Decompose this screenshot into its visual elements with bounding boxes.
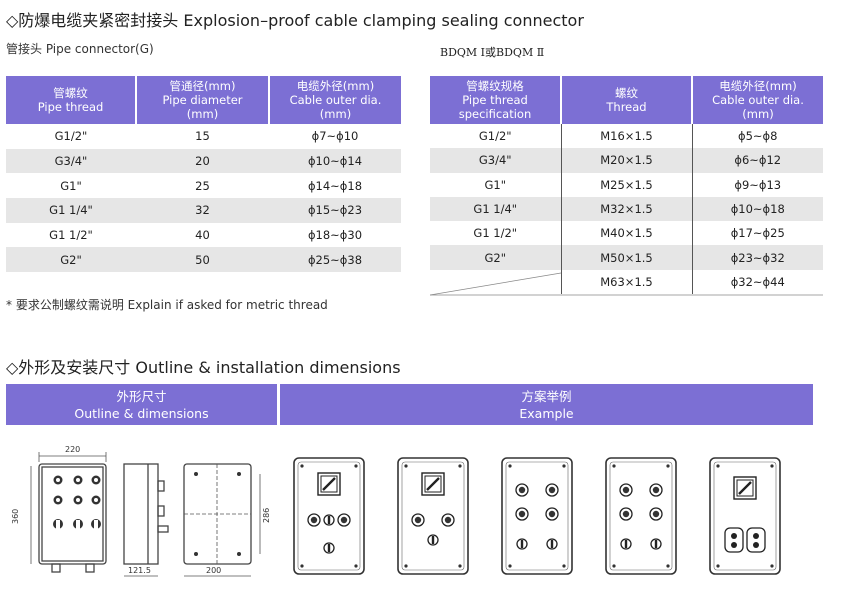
example-box-3 [501, 457, 573, 575]
table-cell: ϕ32~ϕ44 [692, 269, 823, 295]
section-title-connector: ◇防爆电缆夹紧密封接头 Explosion–proof cable clampi… [6, 11, 584, 30]
table-cell: ϕ10~ϕ18 [692, 196, 823, 222]
table-cell: M20×1.5 [561, 148, 693, 173]
table-cell: M50×1.5 [561, 245, 693, 270]
metric-thread-note: * 要求公制螺纹需说明 Explain if asked for metric … [6, 298, 328, 312]
table-cell: M40×1.5 [561, 221, 693, 246]
table-cell: ϕ6~ϕ12 [692, 148, 823, 173]
table-cell: 50 [136, 247, 269, 273]
table-cell: ϕ15~ϕ23 [269, 198, 401, 223]
dim-height: 360 [11, 509, 20, 524]
table-cell: G1 1/4" [430, 196, 562, 222]
header-cable-outer-dia-2: 电缆外径(mm)Cable outer dia.(mm) [692, 76, 823, 124]
example-box-1 [293, 457, 365, 575]
table-cell: 32 [136, 198, 269, 223]
dim-mount-height: 286 [262, 508, 271, 523]
table-cell: ϕ23~ϕ32 [692, 245, 823, 270]
table-cell: ϕ9~ϕ13 [692, 172, 823, 197]
example-box-2 [397, 457, 469, 575]
table-cell: G1 1/2" [6, 222, 136, 248]
example-drawings [293, 457, 781, 575]
table-cell: G1" [6, 173, 136, 199]
dim-depth: 121.5 [128, 566, 151, 575]
model-label: BDQM Ⅰ或BDQM Ⅱ [440, 46, 545, 59]
table-cell: M25×1.5 [561, 172, 693, 197]
section-title-outline: ◇外形及安装尺寸 Outline & installation dimensio… [6, 358, 401, 377]
table-cell: G2" [430, 245, 562, 270]
table-cell: ϕ14~ϕ18 [269, 173, 401, 199]
dim-mount-width: 200 [206, 566, 221, 575]
dim-width: 220 [65, 445, 80, 454]
header-cable-outer-dia: 电缆外径(mm)Cable outer dia.(mm) [269, 76, 401, 124]
header-pipe-diameter: 管通径(mm)Pipe diameter(mm) [136, 76, 270, 124]
table-cell: M32×1.5 [561, 196, 693, 222]
side-view: 121.5 [123, 463, 169, 577]
table-cell: G3/4" [6, 148, 136, 174]
table-cell: ϕ5~ϕ8 [692, 124, 823, 149]
front-view: 220 360 [11, 445, 107, 573]
example-box-4 [605, 457, 677, 575]
table-cell: 15 [136, 124, 269, 149]
table-cell: ϕ18~ϕ30 [269, 222, 401, 248]
table-cell: M63×1.5 [561, 269, 693, 295]
rear-view: 286 200 [183, 463, 271, 577]
table-cell: ϕ25~ϕ38 [269, 247, 401, 273]
table-cell: 20 [136, 148, 269, 174]
table2-bottom-rule [430, 272, 823, 296]
table-cell: G3/4" [430, 148, 562, 173]
table-cell: 25 [136, 173, 269, 199]
example-box-5 [709, 457, 781, 575]
outline-drawing: 220 360 121.5 286 200 [11, 445, 271, 577]
table-cell: M16×1.5 [561, 124, 693, 149]
table-cell: G1/2" [6, 124, 136, 149]
pipe-connector-subtitle: 管接头 Pipe connector(G) [6, 42, 154, 56]
table-cell: G1/2" [430, 124, 562, 149]
table-cell: ϕ10~ϕ14 [269, 148, 401, 174]
table-cell: G2" [6, 247, 136, 273]
table-cell: ϕ17~ϕ25 [692, 221, 823, 246]
table-cell: ϕ7~ϕ10 [269, 124, 401, 149]
table-cell [430, 269, 562, 295]
table-cell: G1 1/4" [6, 198, 136, 223]
table-cell: G1 1/2" [430, 221, 562, 246]
table-cell: 40 [136, 222, 269, 248]
table-cell: G1" [430, 172, 562, 197]
